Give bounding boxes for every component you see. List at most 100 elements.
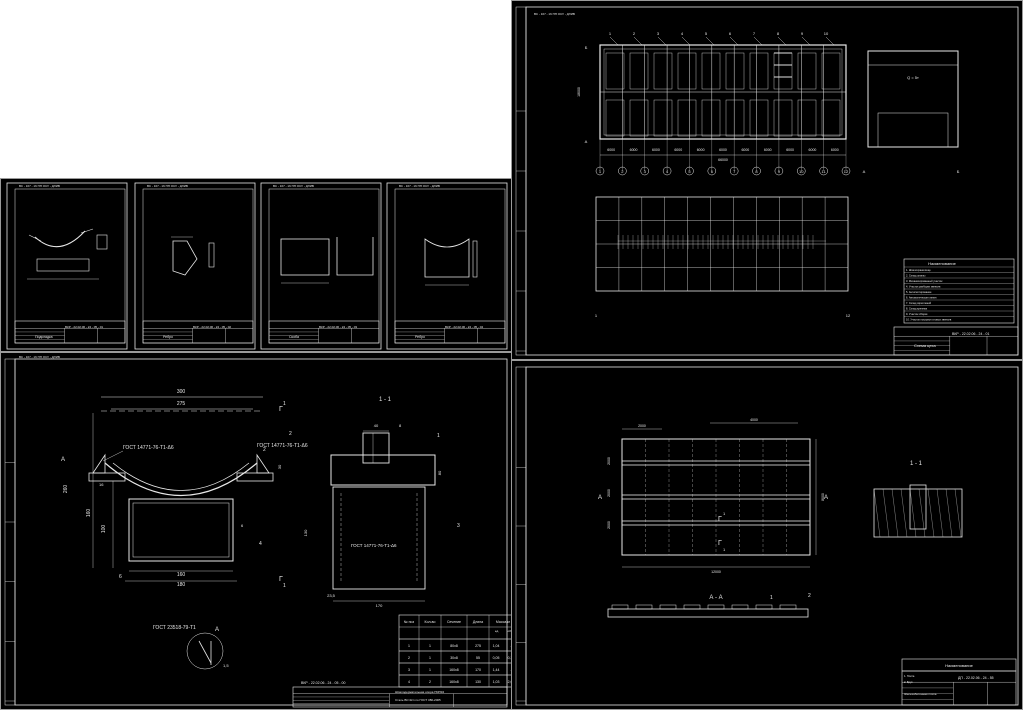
detail-mini-drawings: ВС - 167 - 16 ПП ОСУ - ДЛИВ ВКР - 22.02.0… bbox=[6, 182, 508, 350]
axis-bubble bbox=[774, 166, 784, 176]
section-top-plate bbox=[330, 454, 436, 486]
plate-aa-tooth bbox=[707, 604, 725, 610]
rib-curved bbox=[424, 238, 470, 278]
axis-label: 12 bbox=[844, 169, 849, 174]
plate-dim: 2000 bbox=[607, 489, 611, 497]
plate-hatch bbox=[873, 488, 881, 538]
spec-cell: 0,05 bbox=[493, 656, 500, 660]
plate-hatch bbox=[918, 488, 926, 538]
span-dim: 6000 bbox=[809, 148, 817, 152]
mini-sheet-code: ВКР - 22.02.06 - 24 - 05 - 01 bbox=[65, 325, 103, 329]
dim-text: 30 bbox=[277, 464, 282, 469]
plate-hatch bbox=[882, 488, 890, 538]
plate-aa-tooth bbox=[779, 604, 797, 610]
spec-cell: 1 bbox=[408, 644, 410, 648]
mini-sheet-title: Скоба bbox=[289, 335, 299, 339]
axis-bubble bbox=[640, 166, 649, 176]
plate-legend-item: 1. Плита bbox=[904, 674, 915, 678]
axis-bubble bbox=[662, 166, 672, 176]
plate-aa-tooth bbox=[635, 604, 653, 610]
support-code: ВКР - 22.02.06 - 24 - 05 - 00 bbox=[301, 681, 346, 685]
leader bbox=[609, 36, 619, 46]
spec-cell: 3 bbox=[408, 668, 410, 672]
legend-item: 3. Механизированный участок bbox=[906, 279, 943, 283]
spec-cell: 1,44 bbox=[493, 668, 500, 672]
bay-block bbox=[773, 52, 793, 90]
axis-label: 1 bbox=[599, 169, 602, 174]
section-letter: А bbox=[824, 495, 828, 501]
axis-label: 3 bbox=[644, 169, 647, 174]
mini-sheet-frame bbox=[260, 182, 382, 350]
legend-item: 2. Склад шпалы bbox=[906, 274, 926, 278]
spec-cell: 1 bbox=[429, 644, 431, 648]
dim-text: 160 bbox=[177, 572, 186, 578]
dim-text: 8 bbox=[399, 423, 402, 428]
leader bbox=[825, 36, 835, 46]
mini-sheet-stamp-text: ВС - 167 - 16 ПП ОСУ - ДЛИВ bbox=[19, 184, 60, 188]
axis-bubble bbox=[685, 166, 694, 176]
bay-block bbox=[749, 52, 769, 90]
support-stamp-text: ВС - 167 - 16 ПП ОСУ - ДЛИВ bbox=[19, 355, 60, 359]
plate-hatch bbox=[954, 488, 962, 538]
bay-block bbox=[773, 99, 793, 137]
part-number: 2 bbox=[263, 447, 266, 453]
mini-sheet-inner-frame bbox=[268, 188, 380, 344]
mini-sheet-stamp-text: ВС - 167 - 16 ПП ОСУ - ДЛИВ bbox=[273, 184, 314, 188]
axis-label: 4 bbox=[666, 169, 669, 174]
leader bbox=[729, 36, 739, 46]
mini-sheet-code: ВКР - 22.02.06 - 24 - 05 - 02 bbox=[193, 325, 231, 329]
plate-aa-tooth bbox=[659, 604, 677, 610]
spec-cell: 30x8 bbox=[450, 656, 458, 660]
rib-side bbox=[208, 242, 215, 268]
bay-block bbox=[821, 52, 841, 90]
plate-code: ДП - 22.02.06 - 24 - 55 bbox=[958, 676, 994, 680]
axis-bubble bbox=[707, 166, 717, 176]
axis-label: 11 bbox=[822, 169, 827, 174]
dim-text: 260 bbox=[63, 485, 69, 494]
part-number: 4 bbox=[259, 541, 262, 547]
span-dim: 6000 bbox=[786, 148, 794, 152]
legend-item: 9. Участок сборки bbox=[906, 312, 928, 316]
bay-block bbox=[677, 52, 697, 90]
spec-cell: 55 bbox=[476, 656, 480, 660]
section-channel bbox=[332, 486, 426, 590]
row-mark: Б bbox=[585, 45, 588, 50]
height-dim: 18000 bbox=[577, 87, 581, 97]
plate-dim: 4000 bbox=[750, 418, 758, 422]
bay-block bbox=[725, 52, 745, 90]
leader bbox=[801, 36, 811, 46]
mini-sheet-frame bbox=[134, 182, 256, 350]
spec-cell: 170 bbox=[475, 668, 481, 672]
axis-label: 9 bbox=[778, 169, 781, 174]
top-number: 6 bbox=[729, 31, 732, 36]
top-number: 7 bbox=[753, 31, 756, 36]
base-channel bbox=[128, 498, 234, 562]
support-subtitle: Сталь ВСт3сп по ГОСТ 380-2005 bbox=[395, 698, 441, 702]
bay-block bbox=[605, 99, 625, 137]
plate-inner-frame bbox=[525, 366, 1019, 706]
legend-item: 6. Автоматическая линия bbox=[906, 296, 937, 300]
right-rib bbox=[256, 453, 270, 474]
leader bbox=[102, 450, 124, 462]
bay-block bbox=[749, 99, 769, 137]
weld-label: ГОСТ 14771-76-Т1-Δ6 bbox=[123, 445, 174, 451]
axis-label: 5 bbox=[688, 169, 691, 174]
saddle-arc-inner bbox=[112, 462, 250, 491]
spec-cell: 130 bbox=[475, 680, 481, 684]
support-title: Шпалодержательная опора ПЯП34 bbox=[395, 690, 444, 694]
axis-bubble bbox=[819, 166, 828, 176]
plate-aa-body bbox=[607, 608, 809, 618]
leader bbox=[705, 36, 715, 46]
leader bbox=[753, 36, 763, 46]
weld-label: ГОСТ 14771-76-Т1-Δ6 bbox=[351, 543, 397, 548]
spec-header: общ. bbox=[508, 629, 513, 633]
axis-label: 2 bbox=[621, 169, 624, 174]
saddle-side bbox=[96, 234, 108, 250]
part-number: 1 bbox=[770, 595, 773, 601]
plate-dim: 2000 bbox=[607, 521, 611, 529]
dim-text: 23,5 bbox=[327, 593, 336, 598]
spec-header: ед. bbox=[495, 629, 499, 633]
crane-label: Q = 5т bbox=[907, 75, 919, 80]
